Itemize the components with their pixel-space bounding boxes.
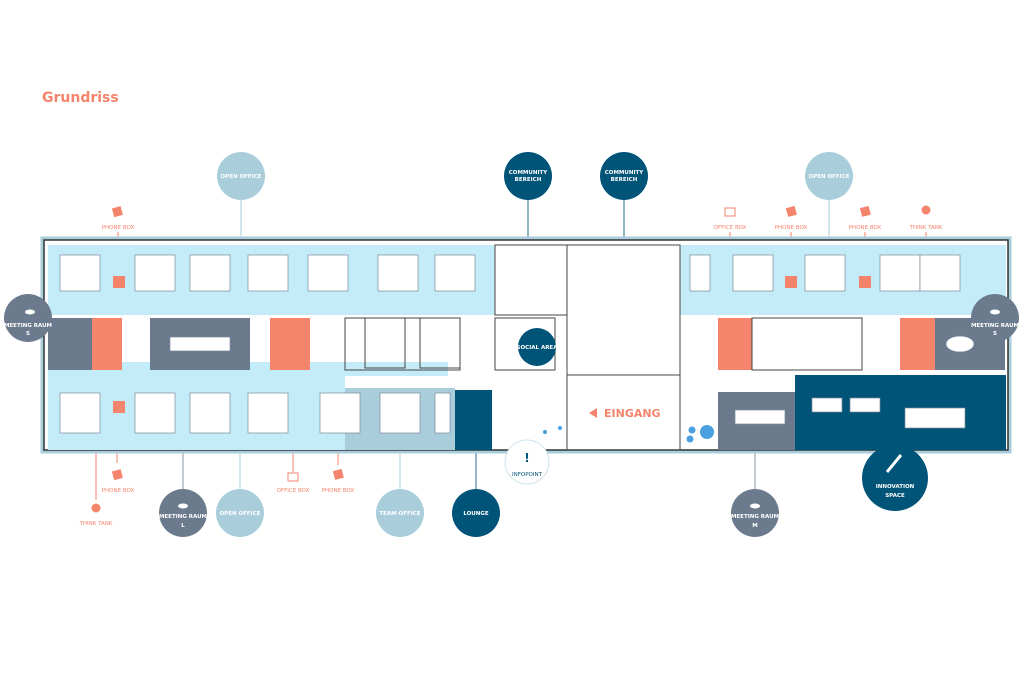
svg-text:THINK TANK: THINK TANK [908, 225, 942, 231]
svg-text:OPEN OFFICE: OPEN OFFICE [220, 174, 261, 180]
svg-text:OPEN OFFICE: OPEN OFFICE [219, 511, 260, 517]
marker-think-tank[interactable]: THINK TANK [908, 205, 943, 232]
svg-text:INFOPOINT: INFOPOINT [512, 472, 543, 478]
lounge-area [455, 390, 492, 450]
svg-text:PHONE BOX: PHONE BOX [102, 225, 135, 231]
zone-team-office[interactable]: TEAM OFFICE [376, 489, 424, 537]
marker-phone-box[interactable]: PHONE BOX [322, 468, 355, 494]
svg-text:COMMUNITY: COMMUNITY [605, 170, 645, 176]
marker-think-tank[interactable]: THINK TANK [78, 503, 113, 528]
think-tank-room [900, 318, 935, 370]
svg-text:L: L [181, 523, 185, 529]
meeting-icon [25, 309, 35, 315]
svg-text:THINK TANK: THINK TANK [78, 521, 112, 527]
zone-meeting-m[interactable]: MEETING RAUM M [731, 489, 779, 537]
svg-text:OFFICE BOX: OFFICE BOX [714, 225, 747, 231]
svg-text:BEREICH: BEREICH [611, 177, 638, 183]
svg-text:BEREICH: BEREICH [515, 177, 542, 183]
marker-phone-box[interactable]: PHONE BOX [775, 205, 808, 231]
zone-meeting-s-right[interactable]: MEETING RAUM S [971, 294, 1019, 342]
svg-text:SOCIAL AREA: SOCIAL AREA [517, 345, 559, 351]
core-walls [344, 244, 863, 451]
svg-text:MEETING RAUM: MEETING RAUM [731, 514, 779, 520]
laptop-icon [724, 207, 736, 217]
phone-icon [111, 206, 123, 218]
marker-phone-box[interactable]: PHONE BOX [102, 206, 135, 231]
arrow-left-icon [589, 408, 597, 418]
meeting-icon [990, 309, 1000, 315]
marker-office-box[interactable]: OFFICE BOX [277, 472, 310, 494]
zone-open-office-2[interactable]: OPEN OFFICE [805, 152, 853, 200]
phone-box-room [718, 318, 752, 370]
laptop-icon [287, 472, 299, 482]
phone-icon [785, 205, 797, 217]
zone-meeting-l[interactable]: MEETING RAUM L [159, 489, 207, 537]
svg-text:MEETING RAUM: MEETING RAUM [159, 514, 207, 520]
zone-meeting-s-left[interactable]: MEETING RAUM S [4, 294, 52, 342]
phone-icon [111, 469, 123, 481]
marker-phone-box[interactable]: PHONE BOX [102, 469, 135, 494]
svg-text:M: M [752, 523, 757, 529]
stools [543, 425, 714, 443]
zone-infopoint[interactable]: ! INFOPOINT [504, 439, 550, 485]
svg-text:MEETING RAUM: MEETING RAUM [971, 323, 1019, 329]
meeting-icon [178, 503, 188, 509]
svg-text:COMMUNITY: COMMUNITY [509, 170, 549, 176]
svg-text:INNOVATION: INNOVATION [876, 484, 915, 490]
booths [113, 276, 871, 413]
svg-text:S: S [993, 331, 997, 337]
lightbulb-icon [91, 503, 101, 513]
phone-box-room [92, 318, 122, 370]
info-icon: ! [524, 451, 529, 465]
svg-text:SPACE: SPACE [885, 493, 905, 499]
svg-text:OFFICE BOX: OFFICE BOX [277, 488, 310, 494]
marker-phone-box[interactable]: PHONE BOX [849, 205, 882, 231]
svg-text:EINGANG: EINGANG [604, 407, 661, 420]
svg-text:S: S [26, 331, 30, 337]
desk-clusters [59, 254, 975, 434]
zone-open-office-1[interactable]: OPEN OFFICE [217, 152, 265, 200]
svg-text:PHONE BOX: PHONE BOX [322, 488, 355, 494]
pencil-icon [885, 454, 903, 473]
zone-lounge[interactable]: LOUNGE [452, 489, 500, 537]
zone-social-area[interactable]: SOCIAL AREA [517, 328, 559, 366]
meeting-room-s-left-area [48, 318, 92, 370]
svg-text:OPEN OFFICE: OPEN OFFICE [808, 174, 849, 180]
svg-text:MEETING RAUM: MEETING RAUM [4, 323, 52, 329]
svg-text:PHONE BOX: PHONE BOX [775, 225, 808, 231]
svg-text:PHONE BOX: PHONE BOX [849, 225, 882, 231]
phone-icon [332, 468, 344, 480]
entrance-label: EINGANG [589, 407, 661, 420]
lightbulb-icon [921, 205, 931, 215]
innovation-space-area [795, 375, 1006, 450]
zone-open-office-3[interactable]: OPEN OFFICE [216, 489, 264, 537]
svg-text:LOUNGE: LOUNGE [463, 511, 489, 517]
page-title: Grundriss [42, 90, 119, 106]
svg-text:PHONE BOX: PHONE BOX [102, 488, 135, 494]
svg-text:TEAM OFFICE: TEAM OFFICE [379, 511, 420, 517]
zone-innovation-space[interactable]: INNOVATION SPACE [862, 445, 928, 511]
marker-office-box[interactable]: OFFICE BOX [714, 207, 747, 231]
meeting-icon [750, 503, 760, 509]
office-box-room [270, 318, 310, 370]
phone-icon [859, 205, 871, 217]
